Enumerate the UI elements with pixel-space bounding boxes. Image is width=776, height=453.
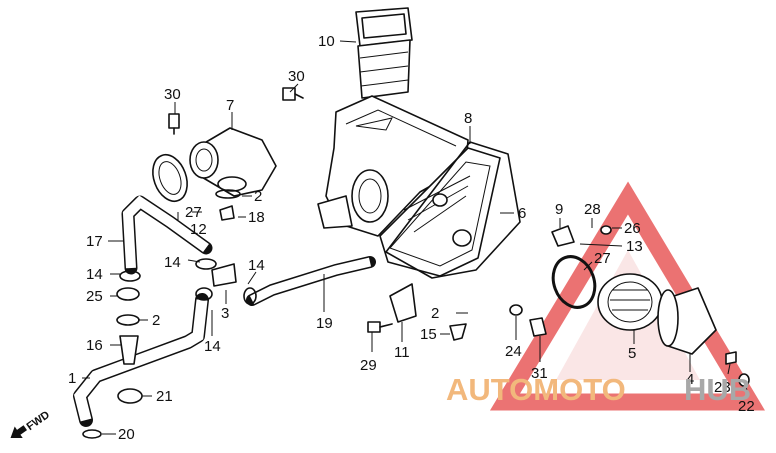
tube-joint — [211, 263, 237, 287]
bolt-29 — [367, 321, 393, 333]
callout-19: 19 — [316, 315, 333, 332]
hose-clamp-14a — [119, 270, 141, 282]
callout-18: 18 — [248, 209, 265, 226]
hose-clamp-14d — [195, 287, 213, 301]
mounting-bracket — [389, 283, 417, 323]
watermark-part2: HUB — [684, 372, 751, 407]
tube-clamp — [152, 153, 188, 203]
callout-22: 22 — [738, 398, 755, 415]
callout-20: 20 — [118, 426, 135, 443]
callout-4: 4 — [686, 371, 694, 388]
bolt-30a — [168, 113, 180, 135]
callout-1: 1 — [68, 370, 76, 387]
callout-2b: 2 — [152, 312, 160, 329]
washer-24 — [509, 304, 523, 316]
callout-24: 24 — [505, 343, 522, 360]
callout-11: 11 — [394, 344, 410, 361]
watermark-text: AUTOMOTO HUB — [446, 372, 751, 407]
bolt-30b — [282, 87, 304, 101]
callout-23: 23 — [714, 379, 731, 396]
forward-arrow: FWD — [10, 409, 52, 439]
callout-16: 16 — [86, 337, 103, 354]
callout-14b: 14 — [164, 254, 181, 271]
retaining-band — [551, 255, 597, 309]
callout-labels: 1 2 2 2 3 4 5 6 7 8 9 10 11 12 13 14 14 … — [68, 33, 755, 443]
callout-27a: 27 — [185, 204, 202, 221]
callout-8: 8 — [464, 110, 472, 127]
drain-tube-lower-inner — [74, 299, 208, 422]
callout-30b: 30 — [288, 68, 305, 85]
callout-2a: 2 — [254, 188, 262, 205]
hose-clamp-21 — [117, 388, 143, 404]
air-filter-element — [597, 273, 663, 331]
washer-26 — [600, 225, 612, 235]
screw-18 — [219, 205, 235, 221]
forward-label: FWD — [25, 409, 52, 433]
callout-30a: 30 — [164, 86, 181, 103]
air-cleaner-housing — [317, 95, 501, 277]
hose-clamp-14b — [195, 258, 217, 270]
callout-14a: 14 — [86, 266, 103, 283]
screw-23 — [725, 351, 737, 365]
callout-2c: 2 — [431, 305, 439, 322]
callout-15: 15 — [420, 326, 437, 343]
callout-26: 26 — [624, 220, 641, 237]
intake-snorkel — [355, 7, 413, 99]
callout-10: 10 — [318, 33, 335, 50]
callout-21: 21 — [156, 388, 173, 405]
callout-25: 25 — [86, 288, 103, 305]
callout-28: 28 — [584, 201, 601, 218]
callout-13: 13 — [626, 238, 643, 255]
callout-31: 31 — [531, 365, 548, 382]
gasket-2a — [215, 189, 241, 199]
callout-9: 9 — [555, 201, 563, 218]
callout-17: 17 — [86, 233, 103, 250]
breather-tube-inner — [249, 257, 372, 305]
callout-3: 3 — [221, 305, 229, 322]
drain-tube-upper-inner — [122, 195, 209, 269]
leader-lines — [82, 40, 749, 435]
callout-27b: 27 — [594, 250, 611, 267]
filter-cover — [657, 287, 717, 355]
drain-cap — [116, 287, 140, 365]
element-clip — [551, 225, 575, 247]
watermark-part1: AUTOMOTO — [446, 372, 626, 407]
callout-14d: 14 — [204, 338, 221, 355]
hose-clip-20 — [82, 429, 102, 439]
connecting-tube — [189, 127, 277, 197]
callout-7: 7 — [226, 97, 234, 114]
nut-31 — [529, 317, 547, 337]
callout-6: 6 — [518, 205, 526, 222]
screw-22 — [738, 373, 750, 387]
callout-29: 29 — [360, 357, 377, 374]
hose-clamp-14c — [243, 287, 257, 305]
callout-5: 5 — [628, 345, 636, 362]
callout-12: 12 — [190, 221, 207, 238]
callout-14c: 14 — [248, 257, 265, 274]
fitting-15 — [449, 323, 467, 341]
